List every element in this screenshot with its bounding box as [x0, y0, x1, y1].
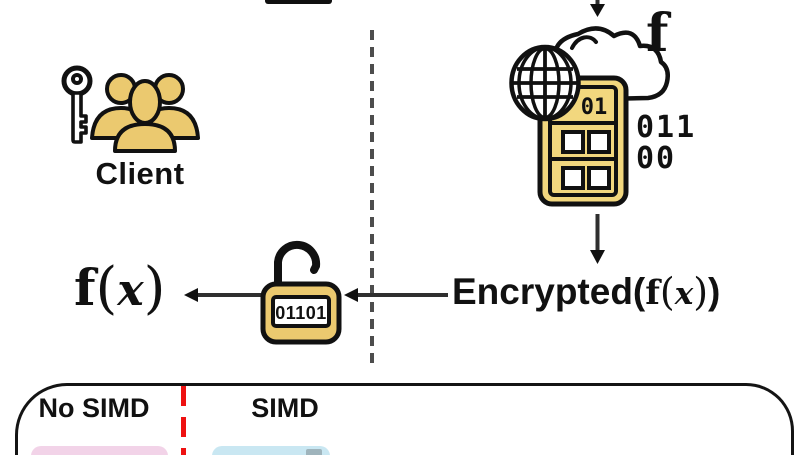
encrypted-f: f: [645, 273, 660, 313]
encrypted-prefix: Encrypted(: [452, 271, 646, 312]
gray-chip-icon: [306, 449, 322, 455]
arrow-lock-to-result-icon: [184, 288, 262, 302]
arrow-down-into-cloud-icon: [590, 0, 605, 17]
arrow-encrypted-to-lock-icon: [344, 288, 448, 302]
client-label: Client: [95, 156, 185, 191]
encrypted-label: Encrypted(f(x)): [452, 268, 720, 318]
encrypted-x: x: [674, 276, 694, 312]
encrypted-inner-close-paren: ): [693, 270, 709, 314]
simd-label: SIMD: [251, 393, 319, 423]
pink-box: [31, 446, 168, 455]
globe-icon: [509, 44, 581, 122]
binary-line-1: 011: [636, 110, 697, 145]
encrypted-open-paren: (: [659, 270, 675, 314]
blue-box: [212, 446, 330, 455]
padlock-icon: 01101: [260, 240, 342, 345]
simd-panel: [15, 383, 794, 455]
result-label: f(x): [74, 256, 165, 323]
red-divider-dashed-line: [181, 386, 186, 455]
server-screen-bits: 01: [581, 95, 608, 120]
key-icon: [61, 65, 93, 144]
arrow-down-to-encrypted-icon: [590, 214, 605, 264]
binary-digits: 011 00: [636, 112, 696, 174]
result-close-paren: ): [143, 256, 166, 321]
lock-bits-label: 01101: [275, 303, 327, 323]
no-simd-label: No SIMD: [38, 393, 150, 423]
users-icon: [90, 73, 200, 153]
result-x: x: [117, 265, 144, 316]
result-f: f: [74, 258, 96, 317]
boundary-dashed-line: [370, 30, 374, 368]
cutoff-top-bar: [265, 0, 332, 4]
function-label: f: [646, 3, 669, 64]
result-open-paren: (: [95, 256, 118, 321]
binary-line-2: 00: [636, 141, 677, 176]
encrypted-outer-close-paren: ): [708, 271, 721, 312]
